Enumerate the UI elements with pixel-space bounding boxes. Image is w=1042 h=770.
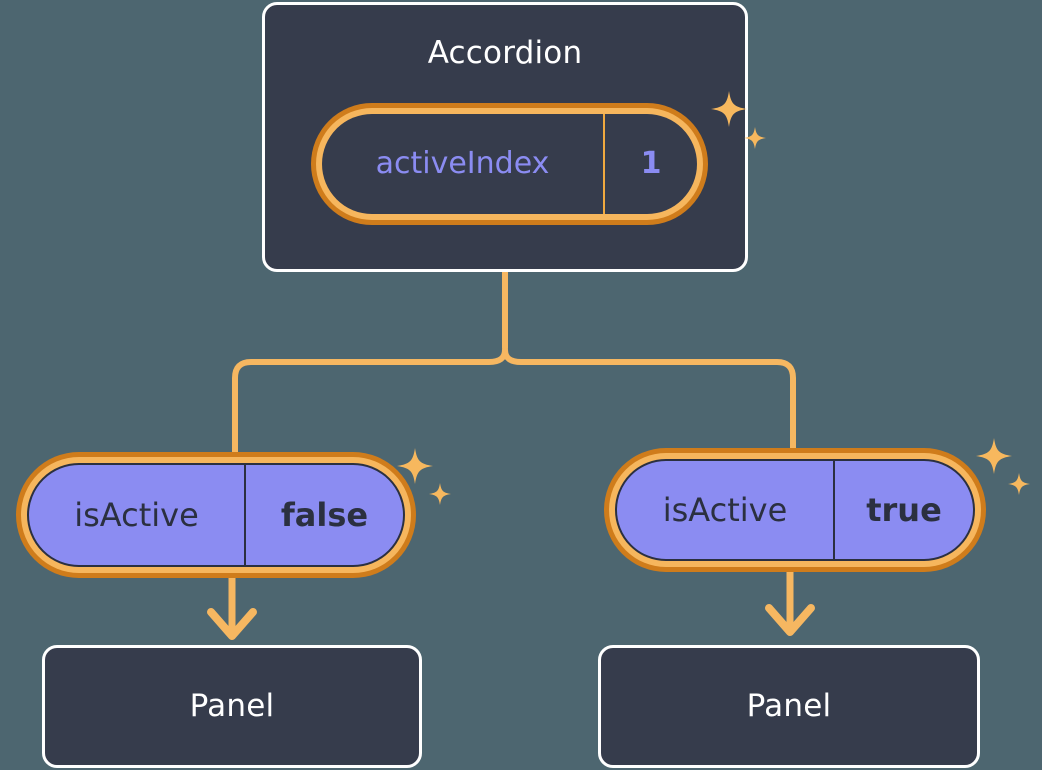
state-key-label: activeIndex	[375, 146, 550, 181]
node-panel-left[interactable]: Panel	[42, 645, 422, 768]
wire-to-right-branch	[502, 347, 796, 455]
pill-divider	[603, 114, 605, 214]
pill-divider	[833, 461, 835, 559]
pill-body: isActive true	[615, 459, 975, 561]
node-title: Panel	[189, 688, 275, 724]
prop-pill-isactive-true[interactable]: isActive true	[604, 448, 986, 572]
prop-key-label: isActive	[74, 496, 199, 534]
wire-to-left-branch	[232, 347, 508, 455]
state-pill-activeindex[interactable]: activeIndex 1	[311, 103, 708, 225]
pill-body: isActive false	[27, 463, 405, 567]
arrow-down-icon	[765, 604, 815, 636]
pill-inner-ring: isActive true	[609, 453, 981, 567]
prop-value-label: false	[280, 496, 369, 534]
pill-inner-ring: isActive false	[21, 457, 411, 573]
prop-key-label: isActive	[662, 491, 788, 529]
arrow-down-icon	[207, 608, 257, 640]
prop-value-label: true	[866, 491, 942, 529]
node-accordion[interactable]: Accordion activeIndex 1	[262, 2, 766, 272]
pill-divider	[244, 465, 246, 565]
page-title: Accordion	[427, 35, 583, 71]
pill-body: activeIndex 1	[322, 114, 697, 214]
pill-inner-ring: activeIndex 1	[316, 108, 703, 220]
node-title: Panel	[746, 688, 832, 724]
node-panel-right[interactable]: Panel	[598, 645, 980, 768]
prop-pill-isactive-false[interactable]: isActive false	[16, 452, 416, 578]
sparkle-icon	[711, 91, 766, 149]
state-value-label: 1	[640, 146, 662, 181]
